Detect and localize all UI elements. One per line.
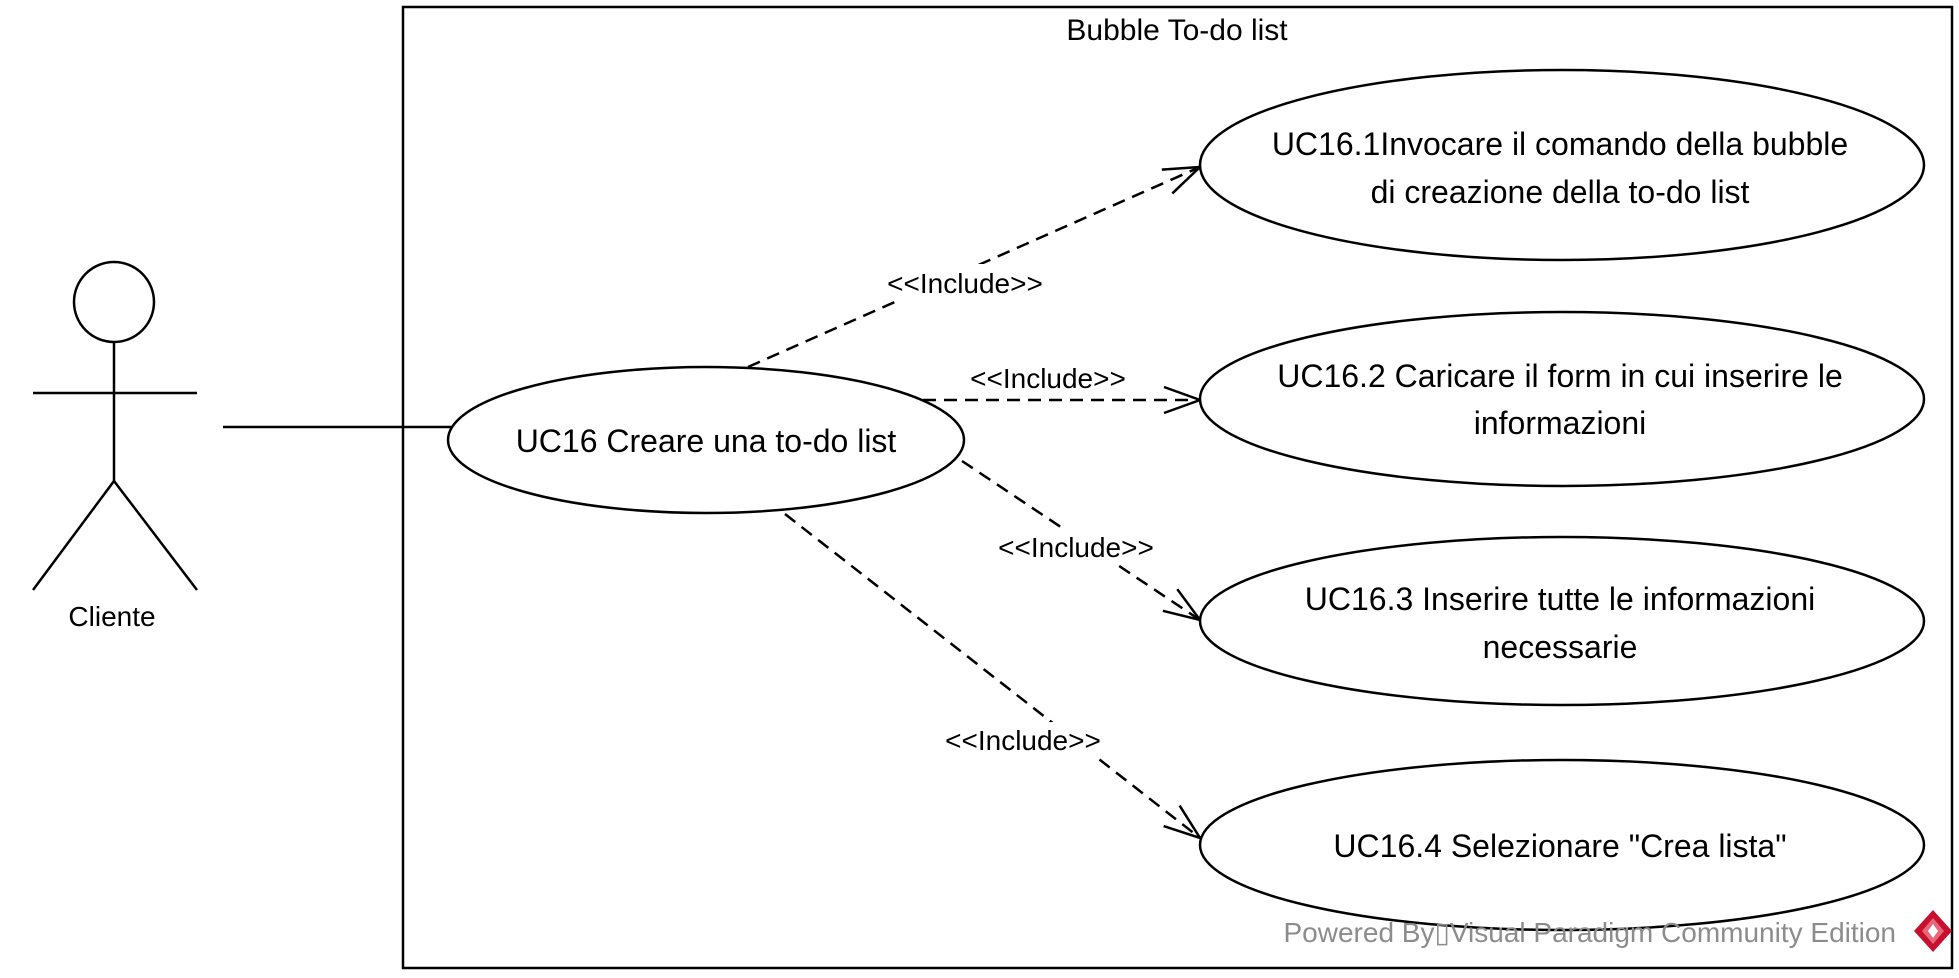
include-label-bg-3 [983, 529, 1169, 565]
use-case-uc16-4[interactable]: UC16.4 Selezionare "Crea lista" [1198, 758, 1926, 932]
actor-label: Cliente [68, 601, 155, 632]
use-case-uc16-3-line2: necessarie [1483, 629, 1638, 665]
use-case-uc16-label: UC16 Creare una to-do list [516, 423, 897, 459]
include-label-3: <<Include>> [998, 532, 1154, 563]
include-label-bg-1 [872, 264, 1058, 300]
include-label-bg-4 [930, 722, 1116, 758]
actor-cliente[interactable]: Cliente [31, 260, 198, 632]
use-case-uc16[interactable]: UC16 Creare una to-do list [446, 365, 966, 515]
use-case-uc16-3-ellipse [1198, 535, 1926, 707]
use-case-uc16-ellipse [446, 365, 966, 515]
include-label-1: <<Include>> [887, 268, 1043, 299]
system-title: Bubble To-do list [1066, 14, 1288, 47]
use-case-uc16-2[interactable]: UC16.2 Caricare il form in cui inserire … [1198, 310, 1926, 488]
watermark-text: Powered By▯Visual Paradigm Community Edi… [1284, 917, 1897, 948]
use-case-uc16-1-line1: UC16.1Invocare il comando della bubble [1272, 126, 1848, 162]
include-arrow-4 [784, 513, 1200, 838]
use-case-uc16-1-ellipse [1198, 68, 1926, 262]
use-case-uc16-4-ellipse [1198, 758, 1926, 932]
include-arrow-1 [747, 167, 1200, 369]
include-arrow-3 [961, 459, 1200, 620]
use-case-uc16-1-line2: di creazione della to-do list [1371, 174, 1750, 210]
use-case-uc16-4-line1: UC16.4 Selezionare "Crea lista" [1333, 828, 1786, 864]
use-case-uc16-2-line2: informazioni [1474, 405, 1647, 441]
use-case-uc16-3-line1: UC16.3 Inserire tutte le informazioni [1305, 581, 1815, 617]
use-case-uc16-2-line1: UC16.2 Caricare il form in cui inserire … [1277, 358, 1843, 394]
actor-right-leg [113, 480, 198, 591]
include-label-bg-2 [955, 362, 1141, 394]
use-case-uc16-2-ellipse [1198, 310, 1926, 488]
use-case-uc16-1[interactable]: UC16.1Invocare il comando della bubble d… [1198, 68, 1926, 262]
use-case-uc16-3[interactable]: UC16.3 Inserire tutte le informazioni ne… [1198, 535, 1926, 707]
include-label-2: <<Include>> [970, 363, 1126, 394]
visual-paradigm-logo-icon [1914, 910, 1952, 952]
include-label-4: <<Include>> [945, 725, 1101, 756]
actor-left-leg [31, 480, 116, 591]
actor-head [72, 260, 156, 344]
system-boundary [401, 5, 1954, 970]
